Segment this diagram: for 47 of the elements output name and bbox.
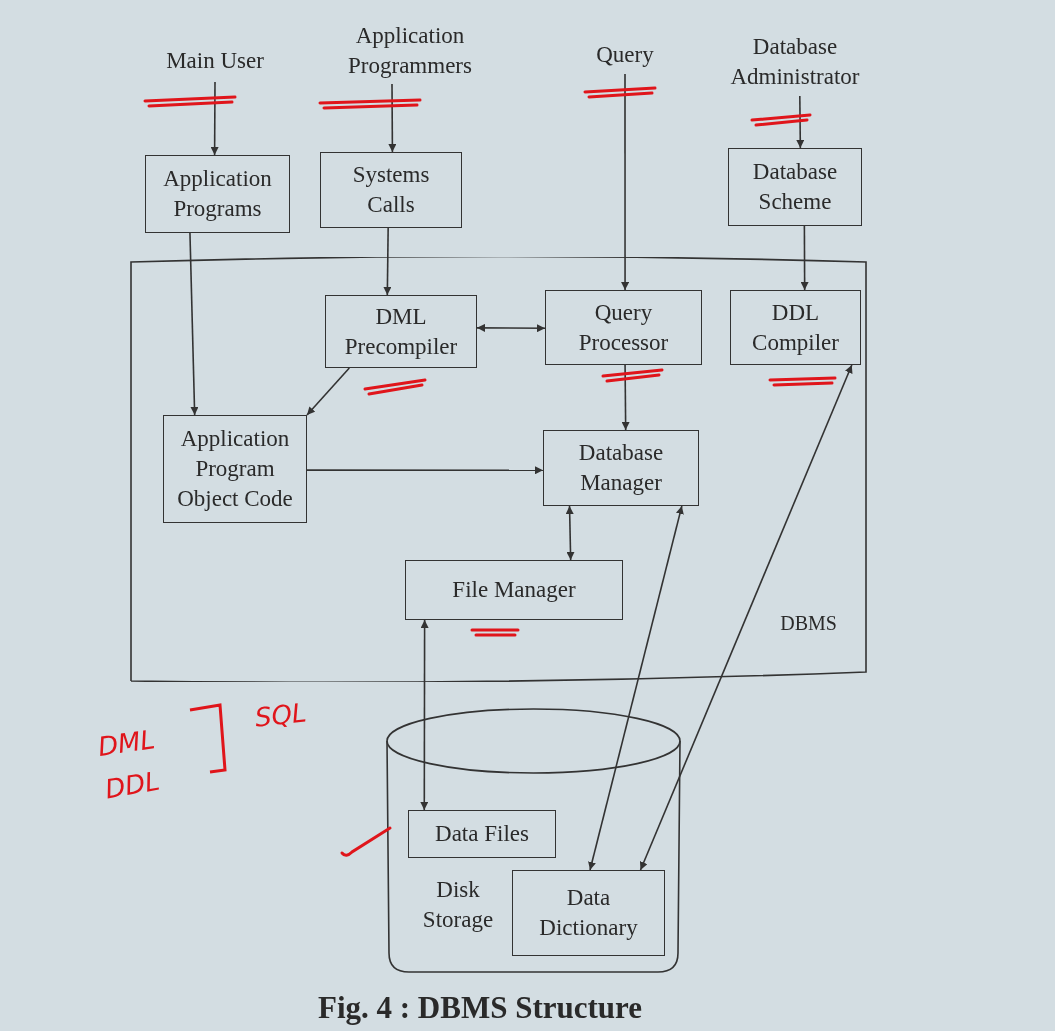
process-box [405,560,623,620]
process-box [545,290,702,365]
process-box [512,870,665,956]
user-label: Query [596,41,654,70]
user-label: Main User [166,47,264,76]
handwritten-note: DML [96,724,157,762]
process-box [325,295,477,368]
box-label: Data Files [435,820,529,849]
arrow [800,225,809,291]
arrow [210,81,219,156]
arrow [420,619,429,811]
arrow [796,95,805,149]
handwritten-note: DDL [102,765,162,805]
user-label: Database Administrator [729,33,861,91]
arrow [565,505,575,561]
process-box [320,152,462,228]
arrow [383,227,392,296]
storage-label: Disk Storage [421,876,495,934]
box-label: Database Manager [577,439,665,497]
figure-caption: Fig. 4 : DBMS Structure [318,990,643,1026]
arrow [306,367,351,416]
box-label: Application Programs [162,165,273,223]
user-label: Application Programmers [347,22,473,80]
arrow [621,364,630,431]
box-label: DDL Compiler [751,298,840,357]
arrow [621,73,630,291]
box-label: Data Dictionary [538,884,639,942]
box-label: File Manager [452,576,576,605]
box-label: Database Scheme [751,158,839,216]
arrow [189,232,199,416]
box-label: Application Program Object Code [176,425,294,513]
arrow [588,505,684,871]
process-box [728,148,862,226]
arrow [306,466,544,475]
arrow [388,83,397,153]
box-label: Query Processor [577,298,670,357]
system-label: DBMS [780,611,837,636]
handwritten-note: SQL [253,697,308,733]
arrow [639,364,853,871]
process-box [543,430,699,506]
process-box [730,290,861,365]
process-box [408,810,556,858]
arrow [476,323,546,333]
process-box [145,155,290,233]
box-label: Systems Calls [351,161,431,219]
process-box [163,415,307,523]
box-label: DML Precompiler [343,302,459,361]
